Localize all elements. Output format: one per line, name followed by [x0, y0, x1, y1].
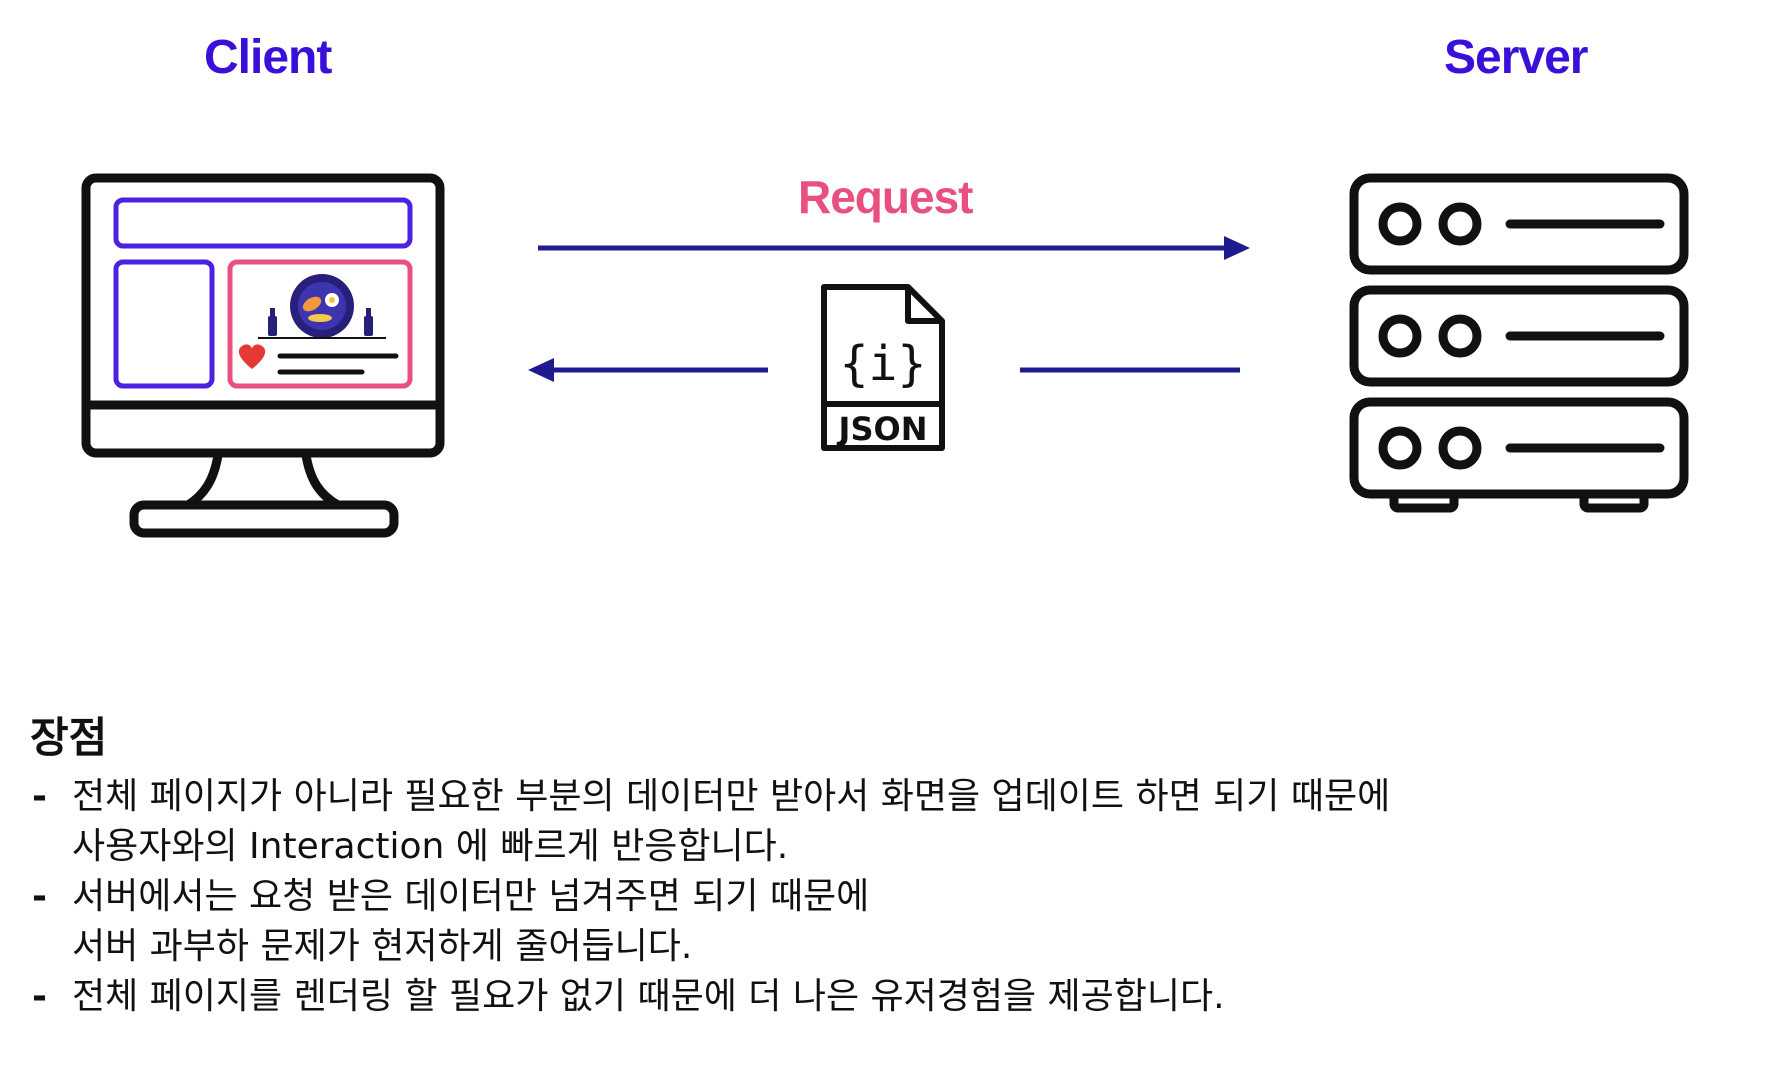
json-text: JSON — [837, 410, 928, 448]
content-card — [227, 259, 413, 389]
advantages-section: 장점 - 전체 페이지가 아니라 필요한 부분의 데이터만 받아서 화면을 업데… — [30, 710, 1730, 1022]
list-item-line: 사용자와의 Interaction 에 빠르게 반응합니다. — [72, 826, 789, 867]
client-label: Client — [204, 31, 332, 84]
request-label: Request — [798, 171, 973, 223]
browser-header-bar — [113, 197, 413, 389]
advantages-list: - 전체 페이지가 아니라 필요한 부분의 데이터만 받아서 화면을 업데이트 … — [30, 772, 1730, 1022]
advantages-title: 장점 — [30, 713, 108, 762]
list-item-line: 서버 과부하 문제가 현저하게 줄어듭니다. — [72, 926, 693, 967]
list-item: - 전체 페이지가 아니라 필요한 부분의 데이터만 받아서 화면을 업데이트 … — [30, 772, 1730, 872]
list-item-line: 전체 페이지를 렌더링 할 필요가 없기 때문에 더 나은 유저경험을 제공합니… — [72, 976, 1225, 1017]
card-image — [258, 274, 386, 339]
bullet-dash: - — [32, 976, 47, 1017]
server-label: Server — [1444, 31, 1588, 84]
bullet-dash: - — [32, 776, 47, 817]
heart-icon — [238, 344, 266, 369]
json-symbol: {i} — [840, 336, 927, 392]
list-item: - 서버에서는 요청 받은 데이터만 넘겨주면 되기 때문에 서버 과부하 문제… — [30, 872, 1730, 972]
bullet-dash: - — [32, 876, 47, 917]
list-item: - 전체 페이지를 렌더링 할 필요가 없기 때문에 더 나은 유저경험을 제공… — [30, 972, 1730, 1022]
list-item-line: 서버에서는 요청 받은 데이터만 넘겨주면 되기 때문에 — [72, 876, 870, 917]
list-item-line: 전체 페이지가 아니라 필요한 부분의 데이터만 받아서 화면을 업데이트 하면… — [72, 776, 1391, 817]
